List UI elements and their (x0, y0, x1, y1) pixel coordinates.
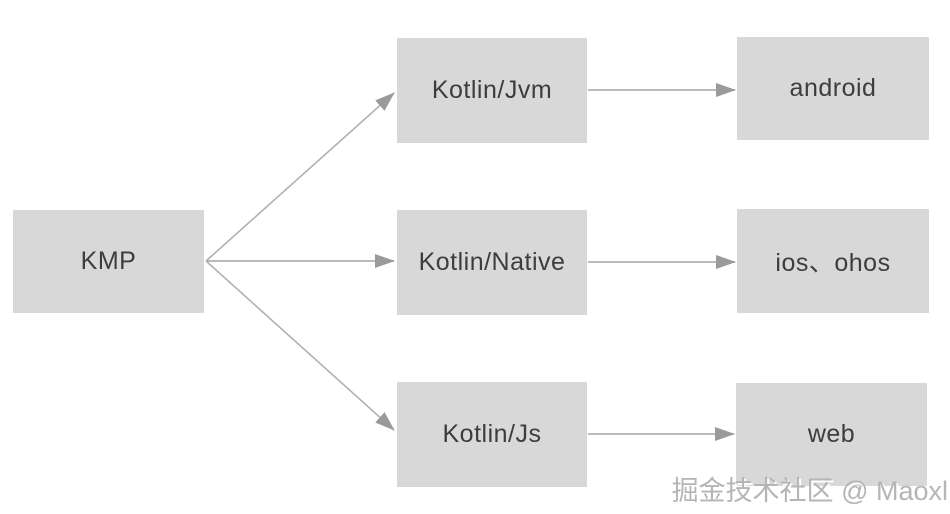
node-ios-ohos: ios、ohos (737, 209, 929, 313)
node-kmp-label: KMP (80, 247, 137, 275)
node-kotlin-jvm-label: Kotlin/Jvm (431, 76, 553, 104)
node-kotlin-native-label: Kotlin/Native (418, 248, 566, 276)
node-android: android (737, 37, 929, 140)
node-kotlin-native: Kotlin/Native (397, 210, 587, 315)
node-kotlin-js: Kotlin/Js (397, 382, 587, 487)
arrow-kmp-to-kotlin-js (205, 260, 395, 431)
node-android-label: android (789, 74, 877, 102)
arrow-kmp-to-kotlin-jvm (205, 92, 395, 262)
node-kotlin-js-label: Kotlin/Js (442, 420, 542, 448)
watermark: 掘金技术社区 @ Maoxl (671, 476, 948, 506)
node-web: web (736, 383, 927, 486)
node-kotlin-jvm: Kotlin/Jvm (397, 38, 587, 143)
node-kmp: KMP (13, 210, 204, 313)
node-ios-ohos-label: ios、ohos (775, 249, 891, 277)
node-web-label: web (807, 420, 856, 448)
